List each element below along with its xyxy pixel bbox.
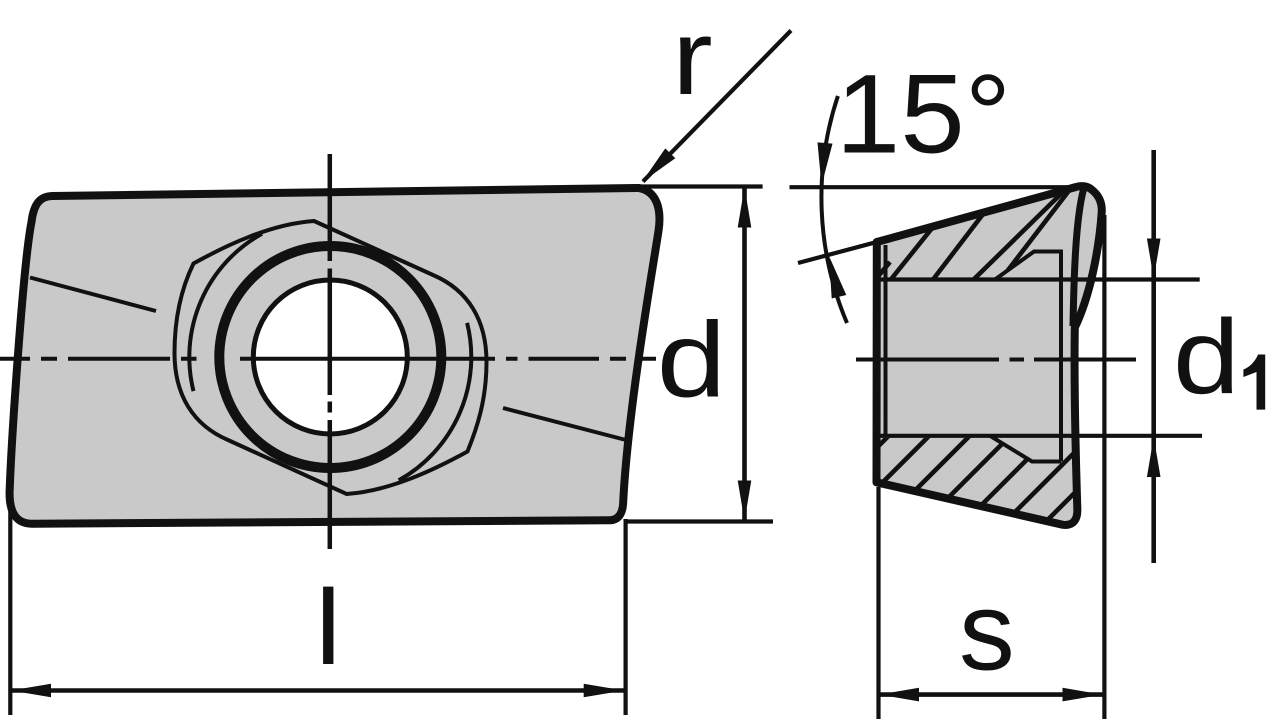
- svg-text:d: d: [1173, 298, 1240, 416]
- svg-text:d: d: [657, 300, 726, 420]
- svg-text:s: s: [959, 569, 1015, 694]
- svg-text:15°: 15°: [836, 52, 1011, 177]
- svg-text:r: r: [672, 0, 713, 117]
